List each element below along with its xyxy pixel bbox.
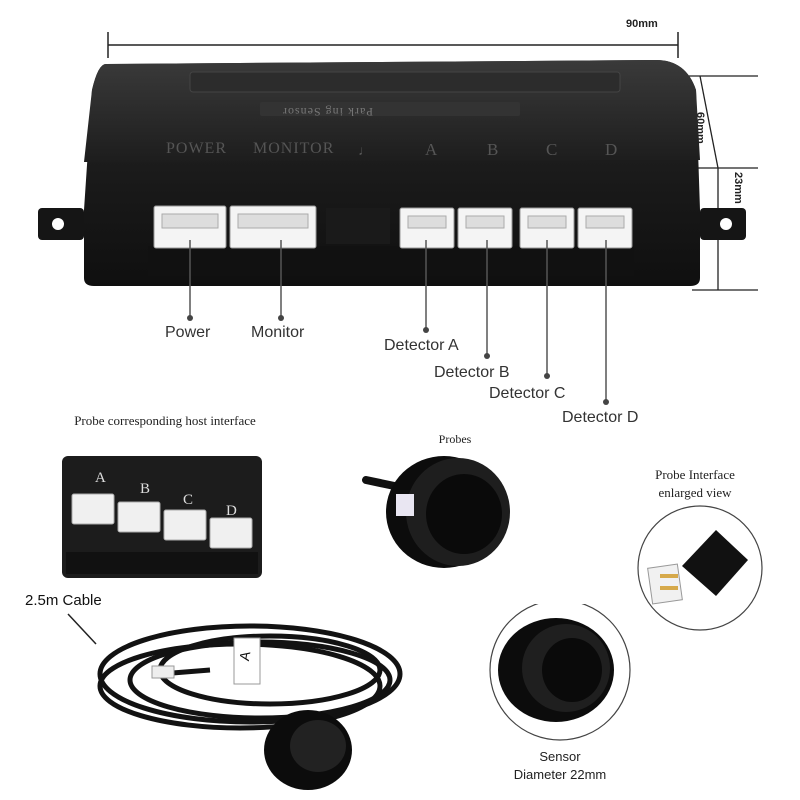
- speaker-icon: ♩: [358, 142, 372, 158]
- sensor-caption: Sensor: [539, 749, 581, 764]
- probe-photo: [362, 456, 510, 568]
- panel-label-power: POWER: [166, 140, 227, 157]
- device-top-label: Park ing Sensor: [282, 105, 373, 119]
- panel-label-b: B: [487, 140, 499, 159]
- cable-caption: 2.5m Cable: [25, 592, 102, 609]
- panel-label-monitor: MONITOR: [253, 140, 335, 157]
- connector-ports: [153, 205, 633, 249]
- sensor-diameter: Diameter 22mm: [513, 767, 607, 782]
- cable-photo: [67, 613, 403, 790]
- callout-detector-a: Detector A: [384, 337, 459, 354]
- callout-lines: [187, 240, 609, 405]
- panel-label-c: C: [546, 140, 558, 159]
- host-port-label-c: C: [183, 492, 194, 508]
- sensor-photo: [489, 604, 631, 741]
- callout-monitor: Monitor: [251, 324, 305, 341]
- host-port-label-b: B: [140, 481, 151, 497]
- host-interface-photo: [62, 456, 262, 578]
- panel-label-d: D: [605, 140, 618, 159]
- callout-detector-b: Detector B: [434, 364, 510, 381]
- probes-caption: Probes: [438, 432, 472, 446]
- width-dimension-line: [107, 32, 679, 58]
- callout-detector-d: Detector D: [562, 409, 639, 426]
- callout-power: Power: [165, 324, 211, 341]
- interface-view-photo: [637, 505, 763, 631]
- interface-view-caption: Probe Interface enlarged view: [655, 467, 735, 500]
- panel-label-a: A: [425, 140, 438, 159]
- callout-detector-c: Detector C: [489, 385, 566, 402]
- host-interface-caption: Probe corresponding host interface: [74, 413, 256, 428]
- width-dimension-label: 90mm: [626, 18, 658, 30]
- host-port-label-a: A: [95, 470, 106, 486]
- host-port-label-d: D: [226, 503, 237, 519]
